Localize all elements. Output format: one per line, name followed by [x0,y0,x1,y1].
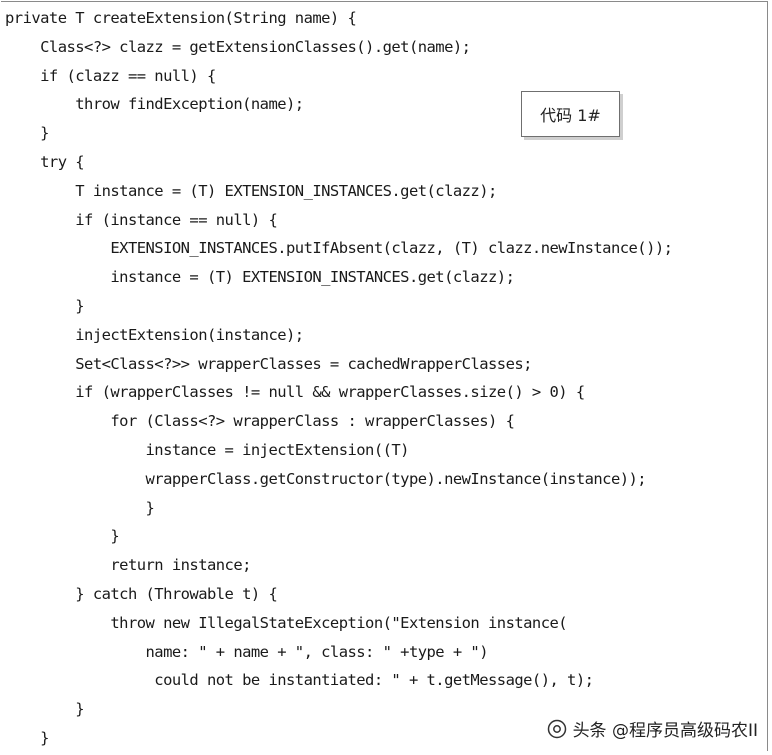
code-line: } [5,728,49,747]
code-line: throw findException(name); [5,95,304,114]
code-line: wrapperClass.getConstructor(type).newIns… [5,469,647,488]
code-line: Set<Class<?>> wrapperClasses = cachedWra… [5,354,532,373]
code-line: could not be instantiated: " + t.getMess… [5,671,594,690]
code-line: instance = (T) EXTENSION_INSTANCES.get(c… [5,268,515,287]
code-line: private T createExtension(String name) { [5,9,357,27]
code-line: } [5,700,85,719]
watermark: 头条 @程序员高级码农II [546,716,758,741]
code-line: } [5,527,120,546]
code-block: private T createExtension(String name) {… [5,4,673,753]
code-line: injectExtension(instance); [5,325,304,344]
code-line: } [5,124,49,143]
code-line: } catch (Throwable t) { [5,584,278,603]
code-line: return instance; [5,556,251,575]
code-label-box: 代码 1# [521,91,620,137]
code-line: for (Class<?> wrapperClass : wrapperClas… [5,412,515,431]
code-line: EXTENSION_INSTANCES.putIfAbsent(clazz, (… [5,239,673,258]
code-line: if (wrapperClasses != null && wrapperCla… [5,383,585,402]
code-line: name: " + name + ", class: " +type + ") [5,642,489,661]
watermark-text: 头条 @程序员高级码农II [572,721,758,741]
camera-circle-icon [547,719,567,739]
code-line: if (instance == null) { [5,210,278,229]
code-line: } [5,296,85,315]
code-line: if (clazz == null) { [5,66,216,85]
code-label-text: 代码 1# [540,106,601,125]
code-line: instance = injectExtension((T) [5,440,410,459]
code-line: Class<?> clazz = getExtensionClasses().g… [5,37,471,56]
code-line: T instance = (T) EXTENSION_INSTANCES.get… [5,181,497,200]
code-line: try { [5,152,85,171]
code-line: throw new IllegalStateException("Extensi… [5,613,568,632]
code-line: } [5,498,155,517]
